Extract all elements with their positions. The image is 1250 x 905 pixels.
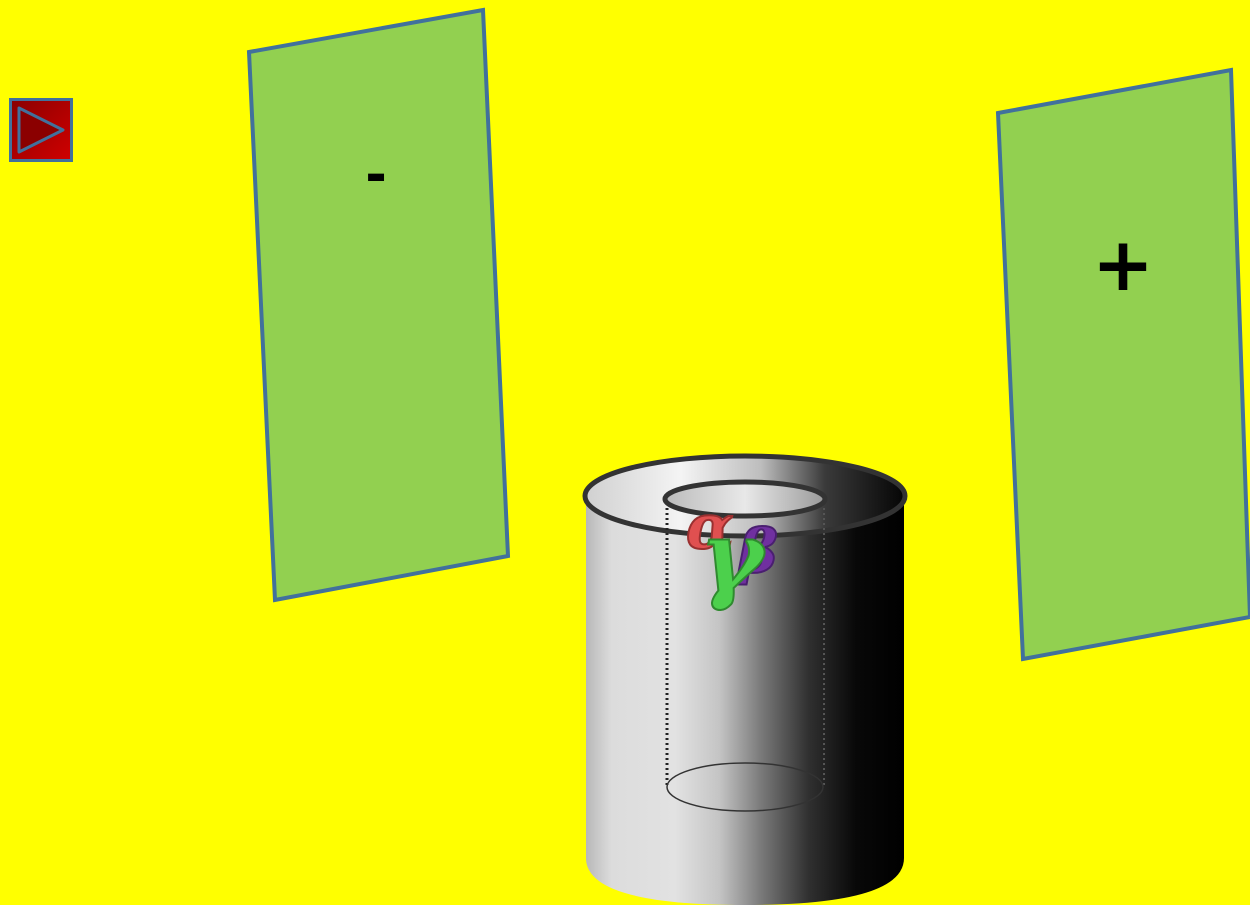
positive-plate: + — [998, 70, 1250, 659]
negative-plate-sign: - — [365, 145, 387, 205]
negative-plate: - — [249, 10, 508, 600]
gamma-symbol: γ — [700, 500, 768, 613]
positive-plate-sign: + — [1092, 222, 1154, 308]
